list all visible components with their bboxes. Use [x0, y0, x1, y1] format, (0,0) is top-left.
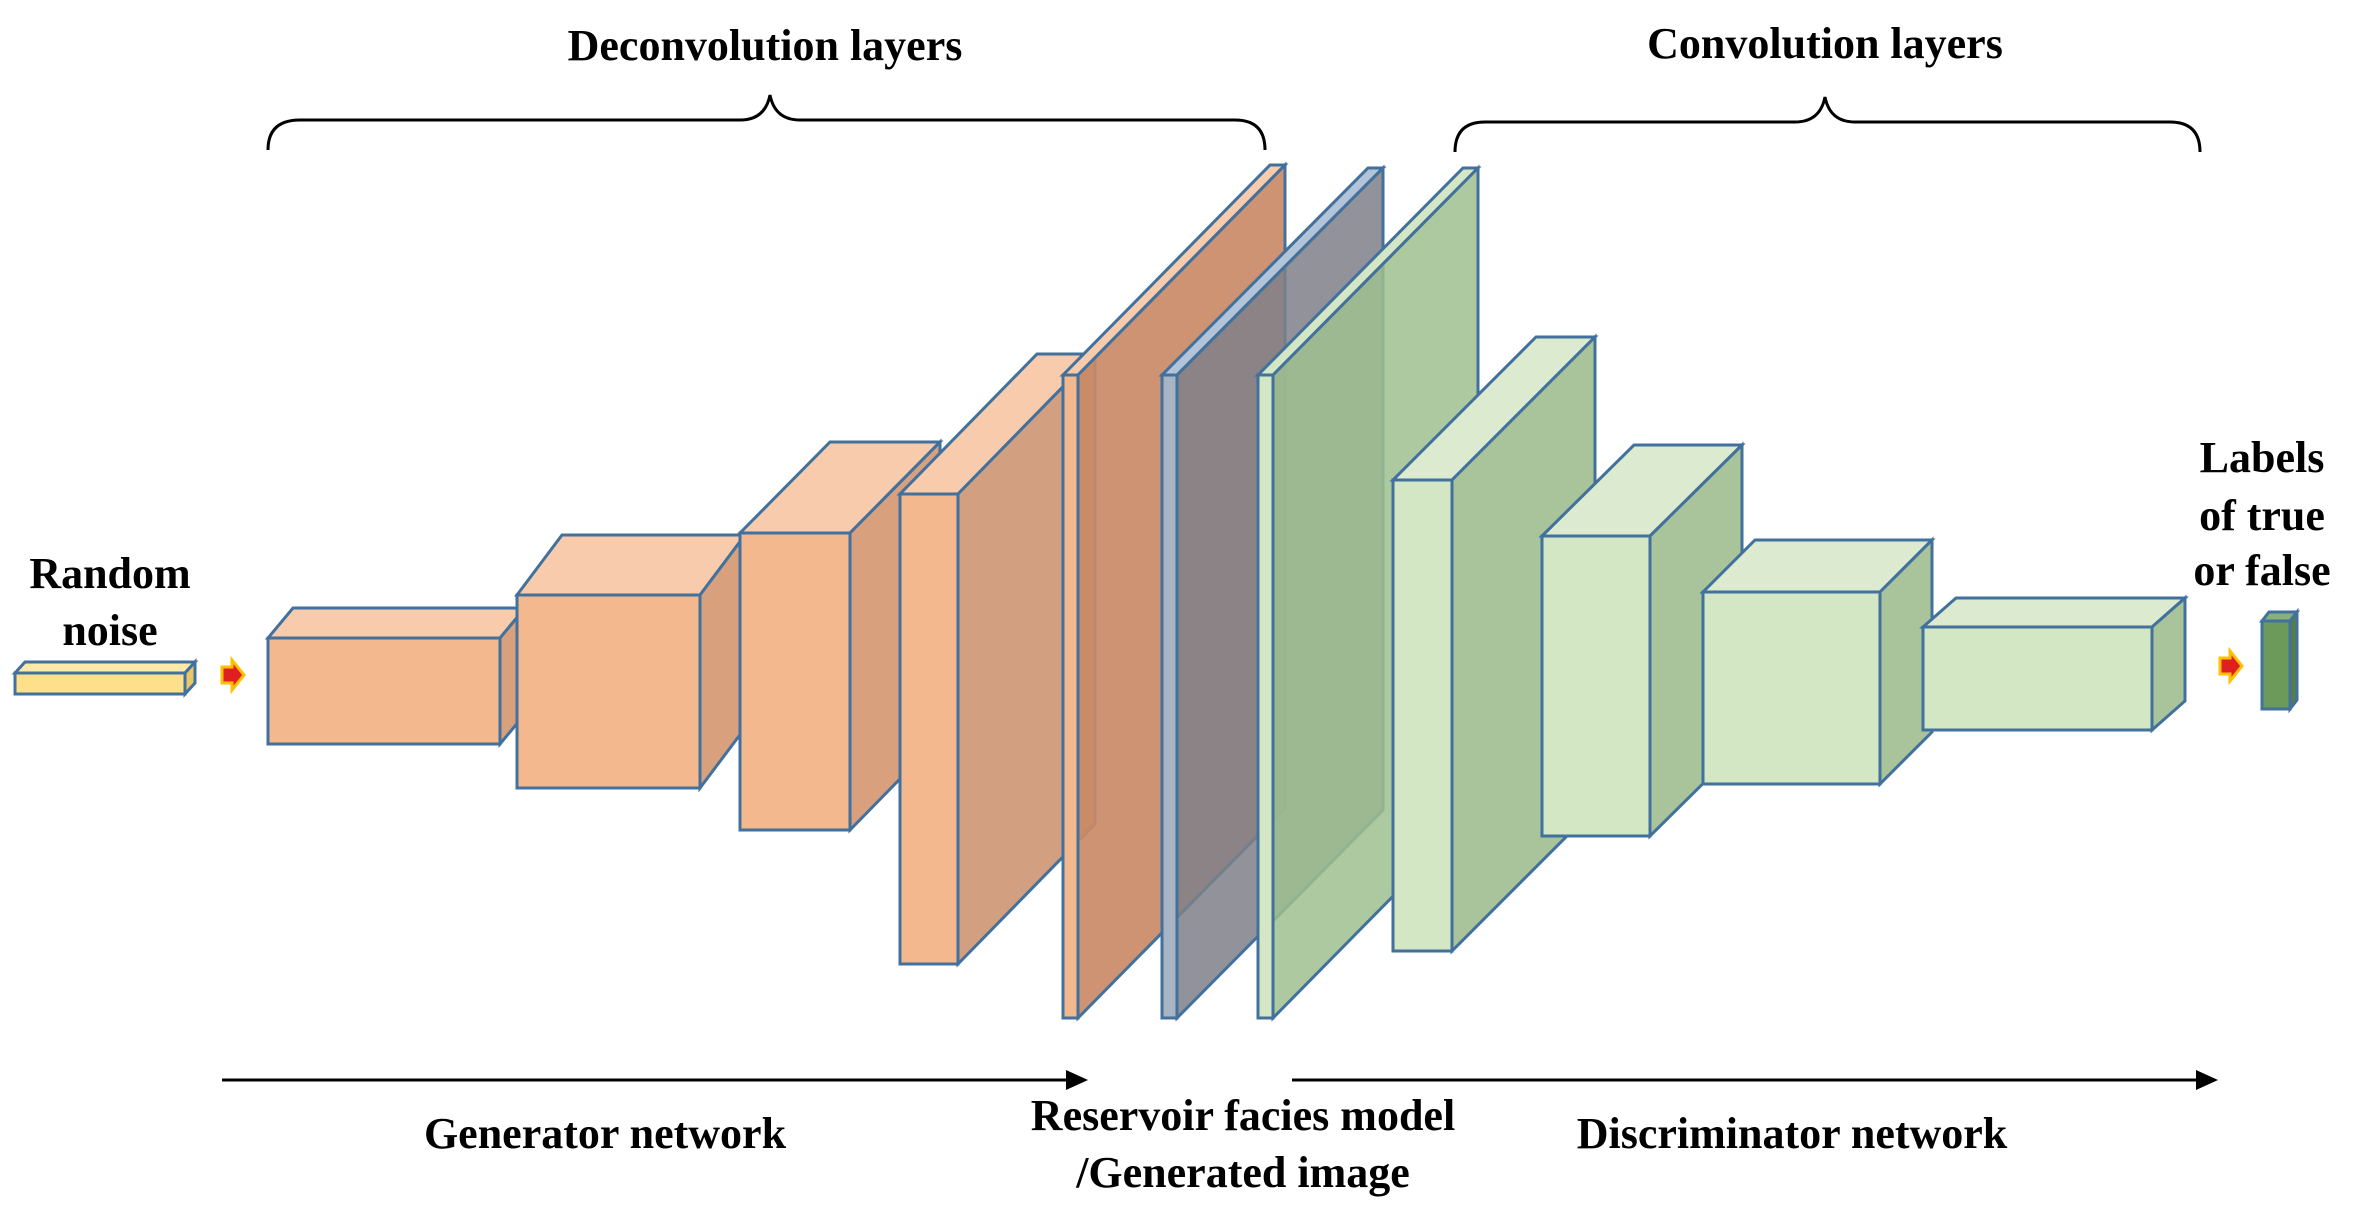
conv-brace [1453, 96, 2202, 153]
deconv-label: Deconvolution layers [568, 21, 963, 70]
discriminator-block-4 [1919, 594, 2189, 734]
discriminator-network-label: Discriminator network [1577, 1109, 2008, 1158]
conv-label: Convolution layers [1647, 19, 2003, 68]
output-label-block [2258, 607, 2301, 714]
generator-network-label: Generator network [424, 1109, 787, 1158]
random-noise-label-1: Random [29, 549, 190, 598]
random-noise-block [11, 658, 199, 698]
discriminator-arrow [1292, 1070, 2218, 1090]
generator-block-2 [514, 530, 748, 793]
output-label-line-1: Labels [2200, 433, 2325, 482]
arrow-right-icon [2218, 646, 2244, 686]
discriminator-block-3 [1699, 536, 1936, 788]
deconv-brace [266, 94, 1267, 151]
arrow-right-icon [220, 655, 246, 695]
generator-arrow [222, 1070, 1088, 1090]
reservoir-facies-label-2: /Generated image [1075, 1148, 1410, 1197]
random-noise-label-2: noise [62, 606, 157, 655]
output-label-line-2: of true [2199, 491, 2325, 540]
reservoir-facies-label-1: Reservoir facies model [1031, 1091, 1455, 1140]
output-label-line-3: or false [2193, 546, 2330, 595]
generator-block-1 [264, 603, 529, 749]
generator-block-4 [896, 350, 1099, 968]
